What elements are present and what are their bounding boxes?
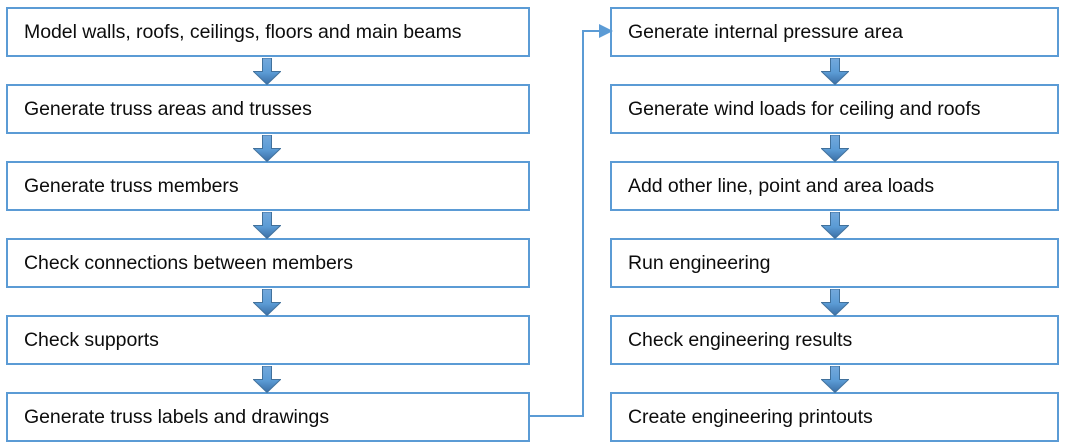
down-arrow-icon-left-4 bbox=[253, 289, 281, 316]
down-arrow-icon-left-2 bbox=[253, 135, 281, 162]
process-box-label: Run engineering bbox=[628, 251, 771, 274]
process-box-left-4[interactable]: Check connections between members bbox=[6, 238, 530, 288]
process-box-label: Generate internal pressure area bbox=[628, 20, 903, 43]
process-box-right-2[interactable]: Generate wind loads for ceiling and roof… bbox=[610, 84, 1059, 134]
process-box-label: Generate truss members bbox=[24, 174, 239, 197]
process-box-right-5[interactable]: Check engineering results bbox=[610, 315, 1059, 365]
process-box-label: Generate truss labels and drawings bbox=[24, 405, 330, 428]
down-arrow-icon-right-3 bbox=[821, 212, 849, 239]
process-box-label: Check engineering results bbox=[628, 328, 853, 351]
down-arrow-icon-left-5 bbox=[253, 366, 281, 393]
down-arrow-icon-right-2 bbox=[821, 135, 849, 162]
process-box-right-3[interactable]: Add other line, point and area loads bbox=[610, 161, 1059, 211]
process-box-label: Model walls, roofs, ceilings, floors and… bbox=[24, 20, 462, 43]
process-box-right-4[interactable]: Run engineering bbox=[610, 238, 1059, 288]
process-box-left-5[interactable]: Check supports bbox=[6, 315, 530, 365]
process-box-left-1[interactable]: Model walls, roofs, ceilings, floors and… bbox=[6, 7, 530, 57]
process-box-label: Generate truss areas and trusses bbox=[24, 97, 312, 120]
down-arrow-icon-right-5 bbox=[821, 366, 849, 393]
process-box-left-2[interactable]: Generate truss areas and trusses bbox=[6, 84, 530, 134]
process-box-label: Check supports bbox=[24, 328, 159, 351]
process-box-right-6[interactable]: Create engineering printouts bbox=[610, 392, 1059, 442]
process-box-left-3[interactable]: Generate truss members bbox=[6, 161, 530, 211]
process-box-label: Check connections between members bbox=[24, 251, 353, 274]
process-box-label: Generate wind loads for ceiling and roof… bbox=[628, 97, 981, 120]
process-box-right-1[interactable]: Generate internal pressure area bbox=[610, 7, 1059, 57]
process-box-label: Add other line, point and area loads bbox=[628, 174, 935, 197]
down-arrow-icon-left-1 bbox=[253, 58, 281, 85]
down-arrow-icon-right-4 bbox=[821, 289, 849, 316]
down-arrow-icon-right-1 bbox=[821, 58, 849, 85]
process-box-label: Create engineering printouts bbox=[628, 405, 873, 428]
down-arrow-icon-left-3 bbox=[253, 212, 281, 239]
process-box-left-6[interactable]: Generate truss labels and drawings bbox=[6, 392, 530, 442]
